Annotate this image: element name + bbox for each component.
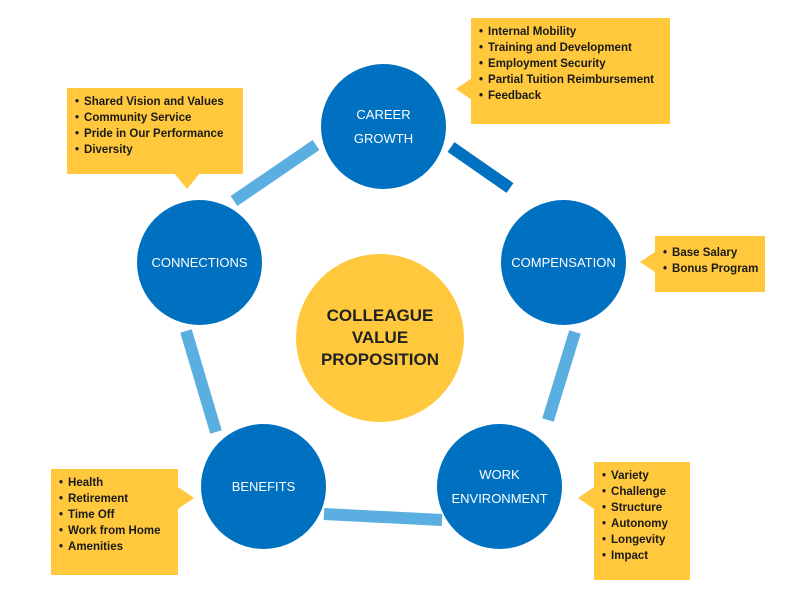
callout-pointer-work-environment (578, 487, 594, 509)
node-career-growth-label: CAREER GROWTH (353, 106, 414, 146)
connector-benefits-connections (180, 329, 222, 434)
callout-career-growth-item: Training and Development (479, 40, 662, 56)
callout-benefits-item: Work from Home (59, 523, 170, 539)
callout-work-environment: VarietyChallengeStructureAutonomyLongevi… (594, 462, 690, 580)
node-career-growth: CAREER GROWTH (321, 64, 446, 189)
callout-benefits-item: Amenities (59, 539, 170, 555)
callout-pointer-compensation (640, 252, 655, 272)
center-label: COLLEAGUE VALUE PROPOSITION (320, 306, 440, 369)
callout-work-environment-item: Impact (602, 548, 682, 564)
callout-connections-item: Community Service (75, 110, 235, 126)
node-work-environment: WORK ENVIRONMENT (437, 424, 562, 549)
callout-connections-item: Shared Vision and Values (75, 94, 235, 110)
callout-pointer-career-growth (456, 78, 472, 100)
connector-work-environment-benefits (323, 508, 443, 526)
callout-compensation-list: Base SalaryBonus Program (663, 245, 758, 277)
callout-pointer-connections (174, 173, 200, 189)
callout-career-growth-list: Internal MobilityTraining and Developmen… (479, 24, 662, 104)
callout-work-environment-item: Structure (602, 500, 682, 516)
callout-benefits: HealthRetirementTime OffWork from HomeAm… (51, 469, 178, 575)
callout-career-growth-item: Employment Security (479, 56, 662, 72)
node-connections-label: CONNECTIONS (151, 254, 248, 270)
node-compensation: COMPENSATION (501, 200, 626, 325)
callout-career-growth: Internal MobilityTraining and Developmen… (471, 18, 670, 124)
callout-work-environment-list: VarietyChallengeStructureAutonomyLongevi… (602, 468, 682, 564)
callout-career-growth-item: Partial Tuition Reimbursement (479, 72, 662, 88)
callout-benefits-item: Time Off (59, 507, 170, 523)
callout-career-growth-item: Internal Mobility (479, 24, 662, 40)
callout-work-environment-item: Autonomy (602, 516, 682, 532)
connector-compensation-work-environment (542, 330, 581, 422)
callout-career-growth-item: Feedback (479, 88, 662, 104)
callout-work-environment-item: Challenge (602, 484, 682, 500)
callout-benefits-item: Health (59, 475, 170, 491)
connector-career-compensation (447, 142, 514, 193)
center-circle: COLLEAGUE VALUE PROPOSITION (296, 254, 464, 422)
callout-benefits-item: Retirement (59, 491, 170, 507)
callout-connections-item: Pride in Our Performance (75, 126, 235, 142)
callout-connections-item: Diversity (75, 142, 235, 158)
node-connections: CONNECTIONS (137, 200, 262, 325)
callout-connections: Shared Vision and ValuesCommunity Servic… (67, 88, 243, 174)
callout-compensation-item: Base Salary (663, 245, 757, 261)
node-benefits: BENEFITS (201, 424, 326, 549)
node-work-environment-label: WORK ENVIRONMENT (451, 466, 548, 506)
node-benefits-label: BENEFITS (231, 478, 296, 494)
node-compensation-label: COMPENSATION (511, 254, 616, 270)
connector-connections-career (230, 140, 320, 206)
callout-pointer-benefits (178, 487, 194, 509)
callout-work-environment-item: Variety (602, 468, 682, 484)
callout-compensation: Base SalaryBonus Program (655, 236, 765, 292)
callout-work-environment-item: Longevity (602, 532, 682, 548)
callout-benefits-list: HealthRetirementTime OffWork from HomeAm… (59, 475, 170, 555)
callout-connections-list: Shared Vision and ValuesCommunity Servic… (75, 94, 235, 158)
callout-compensation-item: Bonus Program (663, 261, 758, 277)
